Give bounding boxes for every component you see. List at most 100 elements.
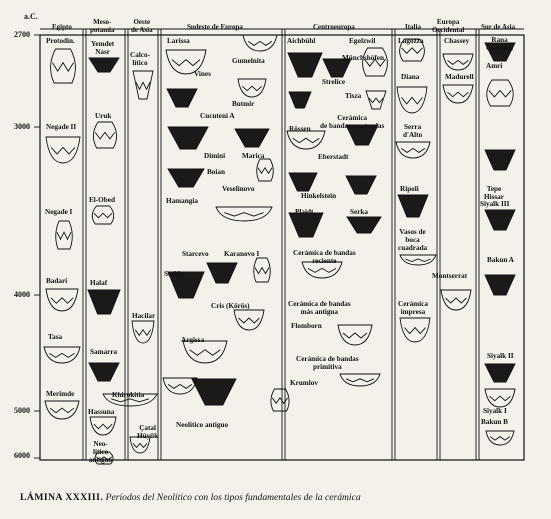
header-egipto: Egipto — [52, 23, 72, 31]
pottery-vessel — [399, 317, 431, 343]
pottery-vessel — [345, 175, 377, 195]
pottery-vessel — [215, 206, 273, 222]
culture-label: Yemdet Nasr — [91, 40, 115, 56]
pottery-decoration — [224, 212, 264, 217]
culture-label: Gumelnita — [232, 57, 265, 65]
pottery-decoration — [49, 407, 75, 414]
pottery-vessel — [88, 362, 120, 382]
plate-caption: LÁMINA XXXIII. Períodos del Neolítico co… — [20, 492, 540, 503]
culture-label: Lagozza — [398, 37, 424, 45]
pottery-decoration — [342, 332, 368, 339]
culture-label: Siyalk I — [483, 407, 507, 415]
culture-label: Karanovo I — [224, 250, 260, 258]
pottery-decoration — [271, 397, 289, 405]
pottery-vessel — [397, 194, 429, 218]
pottery-vessel — [399, 254, 437, 266]
header-sudeste-europa: Sudeste de Europa — [187, 23, 243, 31]
pottery-vessel — [346, 216, 382, 234]
header-europa-occidental: Europa Occidental — [432, 18, 465, 34]
pottery-vessel — [486, 79, 514, 107]
pottery-vessel — [162, 377, 198, 395]
pottery-vessel — [94, 451, 114, 465]
culture-label: Tepe Hissar — [484, 185, 504, 201]
header-mesopotamia: Meso- potamia — [90, 18, 115, 34]
culture-label: Negade II — [46, 123, 77, 131]
pottery-decoration — [405, 258, 431, 262]
pottery-vessel — [287, 52, 323, 78]
pottery-decoration — [307, 267, 337, 273]
culture-label: Ripoli — [400, 185, 419, 193]
culture-label: El-Obed — [89, 196, 115, 204]
culture-label: Tisza — [345, 92, 362, 100]
pottery-vessel — [484, 388, 516, 408]
culture-label: Halaf — [90, 279, 108, 287]
pottery-vessel — [242, 34, 278, 52]
pottery-vessel — [237, 78, 267, 98]
pottery-vessel — [301, 261, 343, 279]
culture-label: Uruk — [95, 112, 112, 120]
pottery-vessel — [365, 90, 387, 110]
culture-label: Serka — [350, 208, 368, 216]
pottery-vessel — [43, 346, 81, 364]
pottery-vessel — [129, 436, 151, 454]
header-oeste-asia: Oeste de Asia — [131, 18, 153, 34]
pottery-vessel — [167, 271, 205, 299]
pottery-vessel — [484, 42, 516, 62]
pottery-vessel — [270, 388, 290, 412]
pottery-vessel — [206, 262, 238, 284]
pottery-decoration — [445, 297, 467, 304]
pottery-vessel — [396, 86, 428, 114]
pottery-vessel — [484, 209, 516, 231]
culture-label: Protodin. — [46, 37, 75, 45]
pottery-vessel — [93, 121, 117, 149]
culture-label: Hinkelstein — [301, 192, 337, 200]
header-sur-asia: Sur de Asia — [481, 23, 516, 31]
culture-label: Merimde — [46, 390, 75, 398]
culture-label: Neo- lítico antiguo — [89, 440, 113, 464]
pottery-decoration — [93, 212, 113, 219]
pottery-vessel — [337, 324, 373, 346]
culture-label: Neolítico antiguo — [176, 421, 229, 429]
culture-label: Cerámica de bandas reciente — [293, 249, 356, 265]
pottery-decoration — [134, 329, 152, 337]
culture-label: Boian — [207, 168, 225, 176]
culture-label: Calco- lítico — [130, 51, 150, 67]
pottery-vessel — [131, 320, 155, 344]
culture-label: Diana — [401, 73, 420, 81]
culture-label: Vines — [194, 70, 211, 78]
pottery-decoration — [96, 456, 112, 461]
culture-label: Badari — [46, 277, 68, 285]
pottery-decoration — [447, 91, 469, 98]
pottery-vessel — [484, 149, 516, 171]
culture-label: Dimini — [204, 152, 226, 160]
pottery-vessel — [442, 84, 474, 104]
culture-label: Hassuna — [88, 408, 115, 416]
pottery-vessel — [484, 363, 516, 383]
culture-label: Egolzwil — [349, 37, 376, 45]
pottery-decoration — [49, 352, 75, 358]
pottery-vessel — [132, 70, 154, 100]
culture-label: Aichbühl — [287, 37, 316, 45]
culture-label: Hacilar — [132, 312, 156, 320]
pottery-vessel — [44, 400, 80, 420]
pottery-vessel — [165, 49, 207, 75]
culture-label: Chassey — [444, 37, 470, 45]
pottery-decoration — [345, 378, 375, 383]
pottery-vessel — [440, 289, 472, 311]
culture-label: Sesklo — [164, 270, 184, 278]
pottery-vessel — [45, 136, 81, 164]
culture-label: Starcevo — [182, 250, 209, 258]
culture-label: Cucuteni A — [200, 112, 235, 120]
pottery-vessel — [485, 430, 515, 446]
culture-label: Plaidt — [295, 208, 314, 216]
culture-label: Madurell — [445, 73, 474, 81]
culture-label: Hamangia — [166, 197, 198, 205]
pottery-decoration — [189, 349, 221, 356]
pottery-vessel — [55, 220, 73, 250]
pottery-decoration — [241, 85, 263, 92]
culture-label: Çatal Hüyük — [137, 424, 159, 440]
pottery-vessel — [395, 141, 431, 159]
pottery-decoration — [447, 59, 469, 65]
pottery-vessel — [442, 53, 474, 71]
